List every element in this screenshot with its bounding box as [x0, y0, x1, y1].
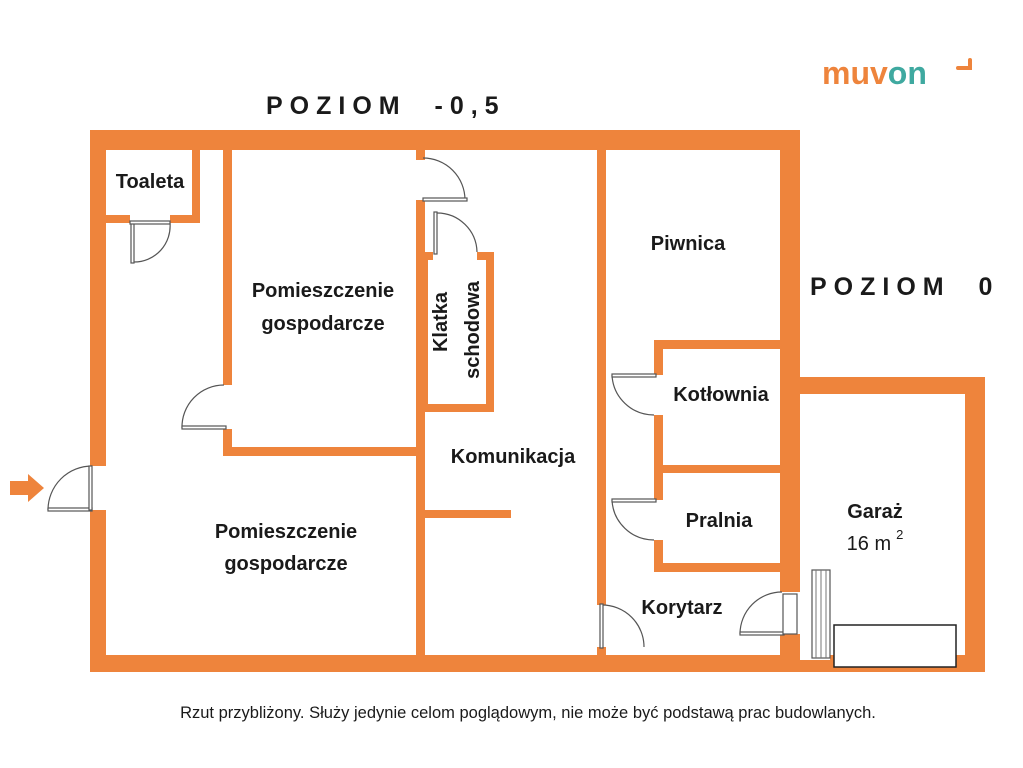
garaz-area-sup: 2 [896, 527, 903, 542]
room-label-piwnica: Piwnica [651, 233, 726, 255]
garaz-area-value: 16 m [847, 533, 891, 555]
wall-kotlownia-bottom [654, 465, 784, 473]
doors [10, 157, 957, 668]
wall-right-block-left [597, 150, 606, 660]
brand-logo: muvon [822, 55, 972, 91]
svg-text:muvon: muvon [822, 55, 927, 91]
room-label-toaleta: Toaleta [116, 171, 185, 193]
wall-pom1-left [223, 150, 232, 455]
room-label-komunikacja: Komunikacja [451, 446, 576, 468]
brand-arrow-icon [956, 58, 972, 70]
room-label-pom2-line2: gospodarcze [224, 553, 347, 575]
wall-stairs-right [486, 252, 494, 412]
entrance-arrow-icon [10, 474, 44, 502]
room-label-garaz-area: 16 m 2 [847, 527, 904, 555]
wall-toilet-right [192, 150, 200, 222]
brand-name-part2: on [888, 55, 927, 91]
wall-kotlownia-left [654, 340, 663, 570]
room-label-kotlownia: Kotłownia [673, 384, 769, 406]
wall-garage-right [965, 377, 985, 672]
wall-top [90, 130, 800, 150]
level-label-lower: POZIOM -0,5 [266, 92, 506, 120]
wall-komunikacja-stub [425, 510, 511, 518]
room-label-garaz: Garaż [847, 501, 903, 523]
footer-note: Rzut przybliżony. Służy jedynie celom po… [180, 704, 876, 722]
wall-kotlownia-top [654, 340, 784, 349]
level-label-upper: POZIOM 0 [810, 273, 999, 301]
room-label-pom1-line2: gospodarcze [261, 313, 384, 335]
room-label-klatka-line2: schodowa [462, 280, 484, 379]
wall-garage-top [800, 377, 985, 394]
wall-pralnia-bottom [654, 563, 784, 572]
garage-bench [833, 624, 957, 668]
room-label-klatka-line1: Klatka [430, 291, 452, 352]
wall-bottom [90, 655, 802, 672]
room-label-pom2-line1: Pomieszczenie [215, 521, 357, 543]
room-label-pom1-line1: Pomieszczenie [252, 280, 394, 302]
wall-stairs-bottom [420, 404, 494, 412]
walls [90, 130, 985, 672]
wall-left [90, 130, 106, 672]
room-label-korytarz: Korytarz [641, 597, 722, 619]
wall-pom1-bottom [223, 447, 423, 456]
room-label-pralnia: Pralnia [686, 510, 754, 532]
wall-stairs-left [420, 252, 428, 412]
brand-name-part1: muv [822, 55, 888, 91]
